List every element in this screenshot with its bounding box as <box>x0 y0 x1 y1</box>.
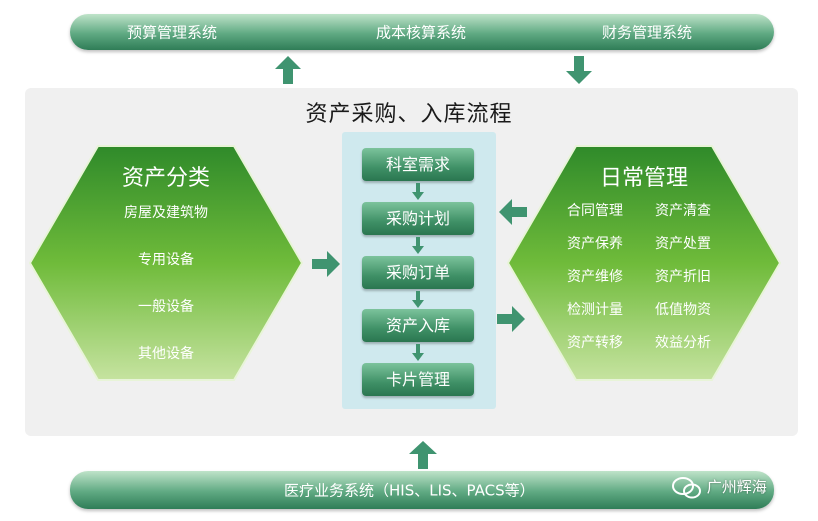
daily-management-item: 检测计量 <box>567 302 623 318</box>
right-hexagon <box>506 145 782 381</box>
left-hexagon <box>28 145 304 381</box>
diagram-title: 资产采购、入库流程 <box>305 102 513 127</box>
daily-management-item: 低值物资 <box>655 302 711 318</box>
left-arrow-icon <box>499 199 527 225</box>
watermark-text: 广州辉海 <box>706 478 767 496</box>
daily-management-item: 合同管理 <box>567 203 623 219</box>
step-arrow-icon <box>412 291 424 308</box>
daily-management-item: 资产折旧 <box>655 269 711 285</box>
daily-management-item: 资产处置 <box>655 236 711 252</box>
step-department-request: 科室需求 <box>362 148 474 181</box>
budget-system-label: 预算管理系统 <box>127 23 218 42</box>
asset-category-title: 资产分类 <box>121 166 210 191</box>
step-purchase-plan: 采购计划 <box>362 202 474 235</box>
cost-accounting-system-label: 成本核算系统 <box>376 23 467 42</box>
watermark: 广州辉海 <box>672 472 767 502</box>
medical-system-bar: 医疗业务系统（HIS、LIS、PACS等） <box>70 471 774 509</box>
step-asset-storage: 资产入库 <box>362 309 474 342</box>
step-purchase-order: 采购订单 <box>362 256 474 289</box>
down-arrow-icon <box>566 56 592 84</box>
step-arrow-icon <box>412 344 424 361</box>
daily-management-item: 资产转移 <box>567 335 623 351</box>
daily-management-title: 日常管理 <box>599 166 688 191</box>
step-arrow-icon <box>412 183 424 200</box>
daily-management-item: 效益分析 <box>655 335 711 351</box>
up-arrow-icon <box>409 441 437 469</box>
asset-category-item: 其他设备 <box>138 346 194 362</box>
asset-category-item: 房屋及建筑物 <box>124 205 208 221</box>
top-system-bar: 预算管理系统 成本核算系统 财务管理系统 <box>70 14 774 50</box>
right-arrow-icon <box>497 306 525 332</box>
step-arrow-icon <box>412 237 424 254</box>
daily-management-item: 资产保养 <box>567 236 623 252</box>
asset-category-item: 专用设备 <box>138 252 194 268</box>
daily-management-item: 资产清查 <box>655 203 711 219</box>
step-card-management: 卡片管理 <box>362 363 474 396</box>
daily-management-item: 资产维修 <box>567 269 623 285</box>
asset-category-item: 一般设备 <box>138 299 194 315</box>
finance-system-label: 财务管理系统 <box>602 23 693 42</box>
medical-system-label: 医疗业务系统（HIS、LIS、PACS等） <box>284 481 535 500</box>
up-arrow-icon <box>275 56 301 84</box>
wechat-icon <box>672 476 701 498</box>
right-arrow-icon <box>312 251 340 277</box>
